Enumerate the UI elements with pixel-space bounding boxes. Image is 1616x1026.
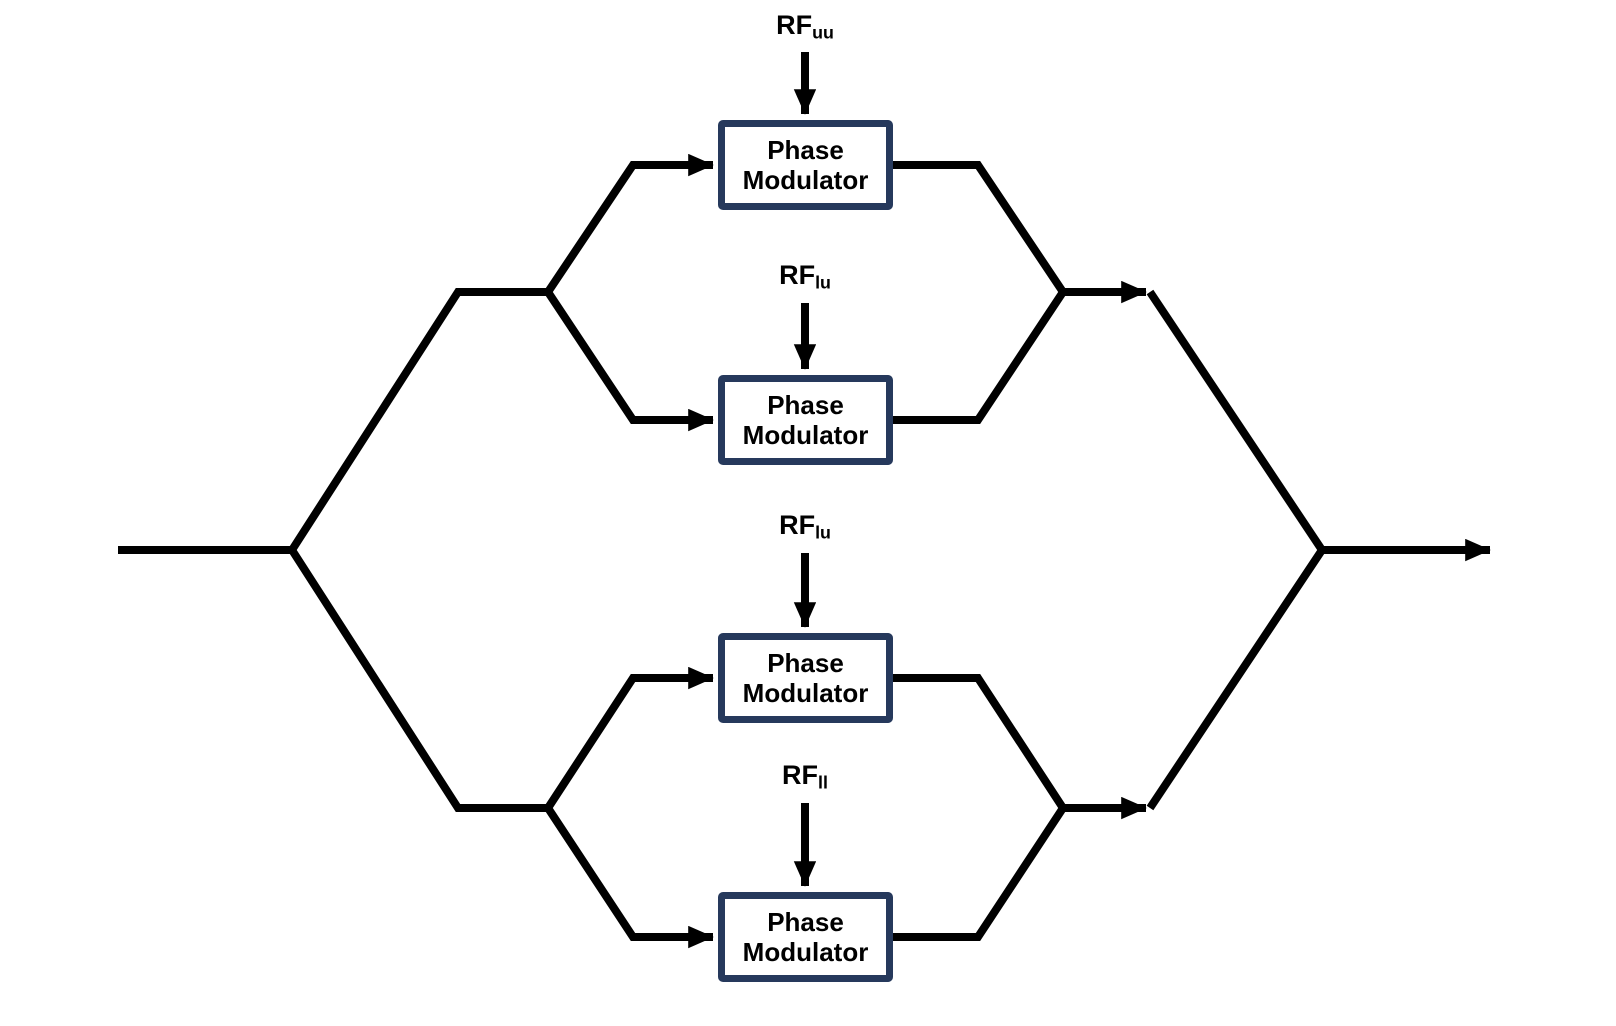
phase-modulator-box-ul: Phase Modulator (718, 375, 893, 465)
pm-ll-output (893, 805, 1067, 941)
phase-modulator-box-lu: Phase Modulator (718, 633, 893, 723)
rf-label-ll: RFll (725, 760, 885, 793)
phase-modulator-label-line2: Modulator (742, 678, 869, 708)
phase-modulator-label-line2: Modulator (742, 937, 869, 967)
arm-into-pm-ll (544, 805, 714, 949)
upper-combiner-diagonal (1146, 289, 1326, 553)
arm-into-pm-lu (544, 666, 714, 811)
split-lower-arm (288, 547, 548, 812)
rf-label-ul: RFlu (725, 260, 885, 293)
rf-label-base: RF (776, 10, 813, 40)
rf-label-base: RF (779, 510, 816, 540)
split-upper-arm (288, 288, 548, 553)
rf-label-uu: RFuu (725, 10, 885, 43)
lower-combiner-diagonal (1146, 547, 1326, 811)
phase-modulator-label-line1: Phase (767, 135, 844, 165)
phase-modulator-label-line1: Phase (767, 390, 844, 420)
phase-modulator-box-uu: Phase Modulator (718, 120, 893, 210)
arm-into-pm-ul (544, 289, 714, 432)
rf-label-subscript: lu (815, 522, 831, 543)
phase-modulator-label-line2: Modulator (742, 420, 869, 450)
rf-label-base: RF (782, 760, 819, 790)
rf-label-subscript: lu (815, 272, 831, 293)
rf-label-subscript: uu (812, 22, 834, 43)
pm-ul-output (893, 289, 1067, 424)
phase-modulator-label-line1: Phase (767, 648, 844, 678)
rf-label-subscript: ll (818, 772, 828, 793)
pm-uu-output (893, 161, 1067, 295)
rf-label-lu: RFlu (725, 510, 885, 543)
phase-modulator-box-ll: Phase Modulator (718, 892, 893, 982)
arm-into-pm-uu (544, 153, 714, 295)
phase-modulator-label-line1: Phase (767, 907, 844, 937)
rf-label-base: RF (779, 260, 816, 290)
phase-modulator-label-line2: Modulator (742, 165, 869, 195)
pm-lu-output (893, 674, 1067, 811)
